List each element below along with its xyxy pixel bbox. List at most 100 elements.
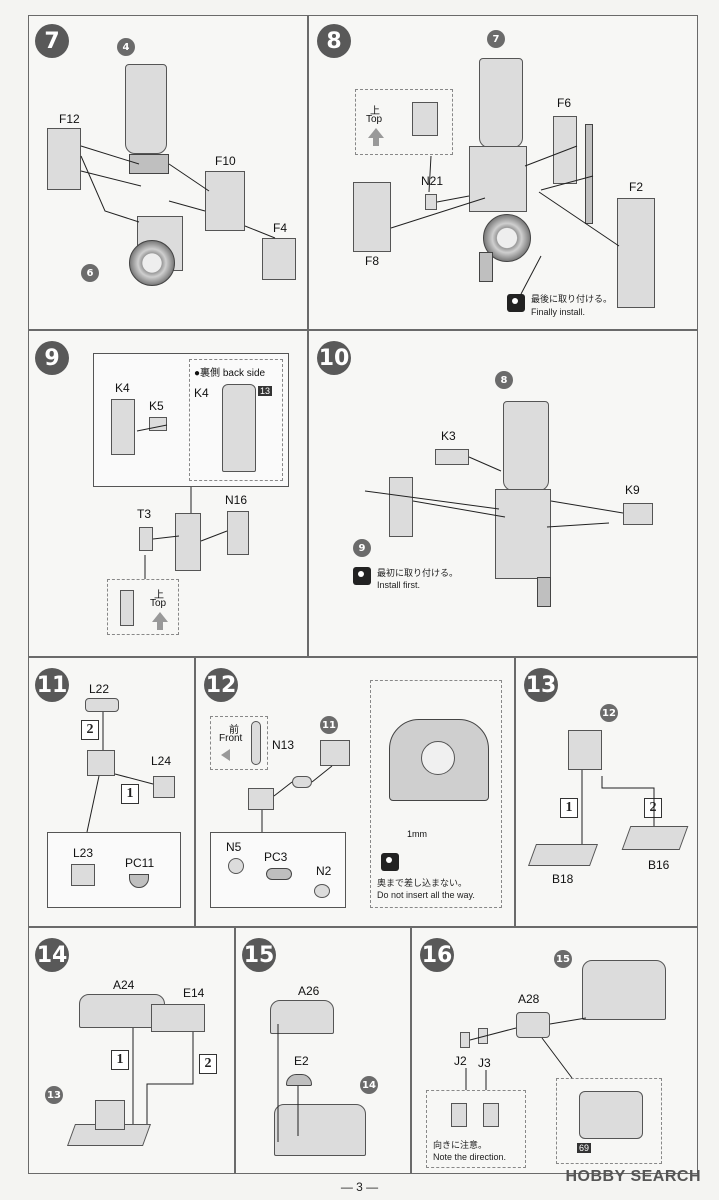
step-number: 8 [317, 24, 351, 58]
part-12-assembly [568, 730, 602, 770]
part-joint [87, 750, 115, 776]
part-label: K4 [115, 381, 130, 395]
part-n16 [227, 511, 249, 555]
assembly-lines [581, 770, 655, 844]
measure-label: 1mm [407, 829, 427, 839]
step-9-panel: 9 K4 K5 ●裏側 back side K4 13 T3 N16 上 Top [28, 330, 308, 657]
step-number: 16 [420, 938, 454, 972]
part-label: N16 [225, 493, 248, 507]
arrow-up-icon [368, 128, 384, 146]
top-jp: 上 [154, 590, 164, 601]
part-label: E2 [294, 1054, 309, 1068]
assembly-lines [277, 1024, 299, 1142]
part-label: K5 [149, 399, 164, 413]
part-13-joint [95, 1100, 125, 1130]
top-jp: 上 [370, 106, 380, 117]
detail-inset: 69 [556, 1078, 662, 1164]
part-pc11 [129, 874, 149, 888]
part-f8 [353, 182, 391, 252]
part-torso [469, 146, 527, 212]
part-j3-piece [478, 1028, 488, 1044]
part-label: K9 [625, 483, 640, 497]
assembly-lines [390, 145, 620, 295]
part-subassembly [248, 788, 274, 810]
part-n2 [314, 884, 330, 898]
part-a28 [516, 1012, 550, 1038]
reference-circle: 9 [353, 539, 371, 557]
step-14-panel: 14 A24 E14 1 2 13 [28, 927, 235, 1174]
part-f12 [47, 128, 81, 190]
assembly-lines [80, 145, 276, 239]
part-label: F2 [629, 180, 644, 194]
part-label: F12 [59, 112, 80, 126]
part-j3-detail [483, 1103, 499, 1127]
part-f6-blade [585, 124, 593, 224]
reference-circle: 14 [360, 1076, 378, 1094]
step-number: 10 [317, 341, 351, 375]
order-box: 1 [111, 1050, 129, 1070]
subassembly-frame [47, 832, 181, 908]
part-body-upper [479, 58, 523, 148]
part-leg-assembly [495, 489, 551, 579]
part-label: PC3 [264, 850, 288, 864]
part-label: F6 [557, 96, 572, 110]
reference-circle: 11 [320, 716, 338, 734]
part-n13 [292, 776, 312, 788]
part-l24 [153, 776, 175, 798]
step-16-panel: 16 15 A28 J2 J3 向きに注意。 Note the directio… [411, 927, 698, 1174]
note-jp: 向きに注意。 [433, 1140, 488, 1150]
part-label: B18 [552, 872, 574, 886]
part-e14 [151, 1004, 205, 1032]
part-14-assembly [274, 1104, 366, 1156]
part-assembly [175, 513, 201, 571]
part-k4-back [222, 384, 256, 472]
part-l22 [85, 698, 119, 712]
part-pc3 [266, 868, 292, 880]
reference-circle: 6 [81, 264, 99, 282]
reference-circle: 13 [45, 1086, 63, 1104]
order-box: 2 [644, 798, 662, 818]
part-label: L24 [151, 754, 172, 768]
order-box: 1 [121, 784, 139, 804]
back-side-inset: ●裏側 back side K4 13 [189, 359, 283, 481]
order-box: 1 [560, 798, 578, 818]
order-box: 2 [81, 720, 99, 740]
part-j2-piece [460, 1032, 470, 1048]
step-number: 12 [204, 668, 238, 702]
insertion-detail-inset: 1mm 奥まで差し込まない。 Do not insert all the way… [370, 680, 502, 908]
part-leg [479, 252, 493, 282]
part-f6 [553, 116, 577, 184]
front-jp: 前 [229, 725, 239, 736]
watermark: HOBBY SEARCH [565, 1168, 701, 1185]
part-label: F10 [215, 154, 236, 168]
note-icon [381, 853, 399, 871]
part-label: E14 [183, 986, 205, 1000]
page-number: — 3 — [340, 1180, 379, 1194]
part-label: PC11 [125, 856, 155, 870]
part-label: T3 [137, 507, 152, 521]
note-jp: 最後に取り付ける。 [531, 294, 613, 304]
step-13-panel: 13 12 1 2 B18 B16 [515, 657, 698, 927]
part-n21 [425, 194, 437, 210]
part-a24 [79, 994, 165, 1028]
part-15-assembly [582, 960, 666, 1020]
part-f10 [205, 171, 245, 231]
part-label: J3 [478, 1056, 491, 1070]
back-side-label: ●裏側 back side [194, 368, 266, 379]
part-label: K4 [194, 386, 209, 400]
front-en: Front [219, 733, 243, 744]
direction-note-inset: 向きに注意。 Note the direction. [426, 1090, 526, 1168]
reference-circle: 15 [554, 950, 572, 968]
reference-circle: 12 [600, 704, 618, 722]
top-en: Top [366, 114, 383, 125]
note-jp: 最初に取り付ける。 [377, 568, 459, 578]
part-n13-detail [251, 721, 261, 765]
order-box: 2 [199, 1054, 217, 1074]
step-number: 9 [35, 341, 69, 375]
part-n5 [228, 858, 244, 874]
arrow-up-icon [152, 612, 168, 630]
front-direction-inset: 前 Front [210, 716, 268, 770]
assembly-lines [261, 765, 333, 832]
note-en: Note the direction. [433, 1152, 507, 1162]
assembly-lines [136, 424, 228, 579]
